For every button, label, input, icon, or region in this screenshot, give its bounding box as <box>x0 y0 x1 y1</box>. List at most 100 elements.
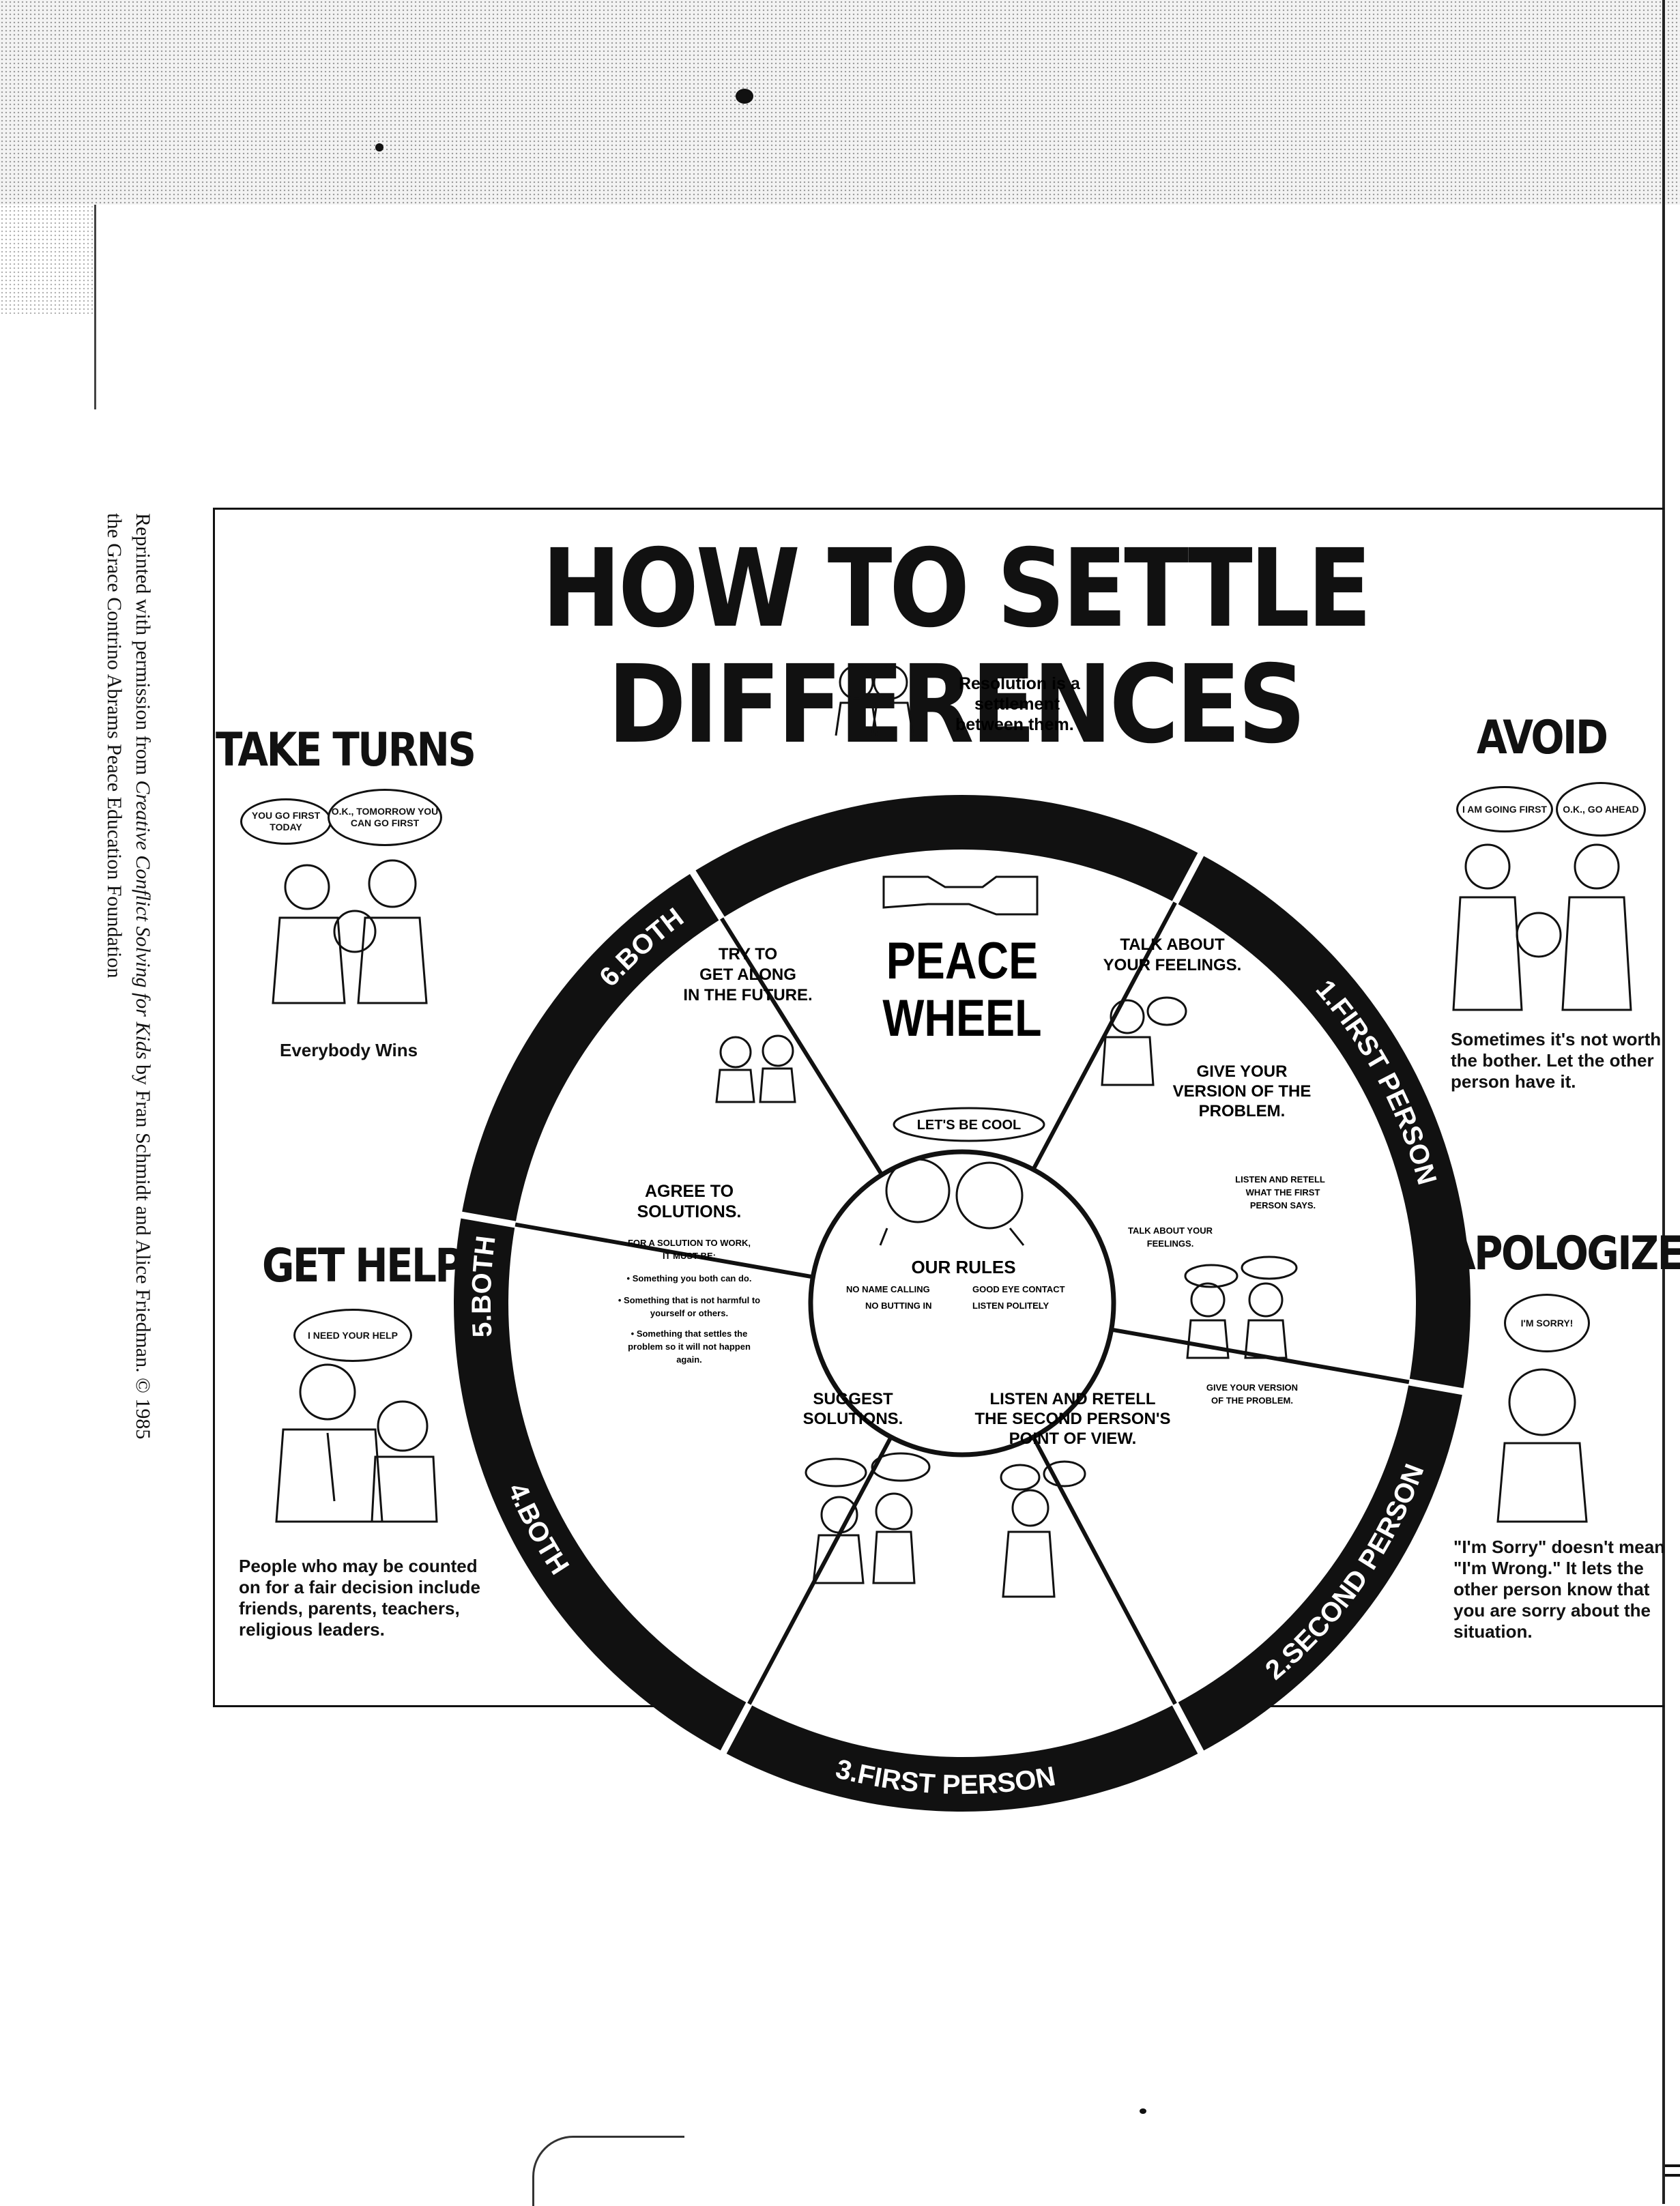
handshake-icon <box>882 875 1039 916</box>
seg-third-text: LISTEN AND RETELL <box>989 1390 1155 1408</box>
seg-third-text: POINT OF VIEW. <box>1009 1429 1137 1448</box>
take-turns-bubble-a: YOU GO FIRST TODAY <box>240 798 332 845</box>
get-help-figures-icon <box>275 1363 438 1523</box>
seg-second-text: TALK ABOUT YOUR <box>1128 1225 1213 1236</box>
avoid-heading: AVOID <box>1477 711 1608 765</box>
seg-second-text: OF THE PROBLEM. <box>1211 1395 1293 1406</box>
wheel-spoke <box>720 917 884 1176</box>
page-title: HOW TO SETTLE DIFFERENCES <box>541 526 1372 768</box>
seg-first-text: PROBLEM. <box>1199 1102 1286 1120</box>
apologize-caption-line: you are sorry about the <box>1453 1600 1651 1621</box>
scan-speck <box>736 89 753 104</box>
seg-third-text: THE SECOND PERSON'S <box>974 1410 1170 1428</box>
man-talking-icon <box>1101 996 1187 1086</box>
seg-first-text: TALK ABOUT <box>1120 935 1225 954</box>
seg-agree-text: yourself or others. <box>650 1308 728 1318</box>
kids-getting-along-icon <box>715 1034 796 1103</box>
ring-gap <box>719 1701 753 1755</box>
apologize-caption-line: situation. <box>1453 1621 1533 1642</box>
hub-kids-icon <box>879 1158 1025 1246</box>
seg-second-text: GIVE YOUR VERSION <box>1206 1382 1298 1393</box>
seg-agree-text: again. <box>676 1354 702 1365</box>
get-help-caption-line: on for a fair decision include <box>239 1577 480 1597</box>
kids-suggesting-icon <box>805 1452 931 1584</box>
avoid-bubble-b: O.K., GO AHEAD <box>1556 782 1646 837</box>
wheel-spoke <box>1031 901 1177 1171</box>
apologize-caption-line: other person know that <box>1453 1579 1650 1599</box>
get-help-caption-line: religious leaders. <box>239 1619 385 1640</box>
seg-first-text: YOUR FEELINGS. <box>1103 956 1242 974</box>
pen-scribble <box>532 2136 684 2206</box>
ring-label: 5.BOTH <box>467 1234 502 1339</box>
scan-speck <box>375 143 383 151</box>
binding-line <box>94 205 96 409</box>
seg-agree-text: • Something that settles the <box>631 1329 748 1339</box>
rule-item: GOOD EYE CONTACT <box>972 1284 1065 1294</box>
hub-speech-bubble <box>893 1107 1045 1142</box>
get-help-caption-line: friends, parents, teachers, <box>239 1598 460 1619</box>
scan-noise-band <box>0 0 1680 205</box>
seg-suggest-text: SUGGEST <box>813 1390 893 1408</box>
take-turns-figures-icon <box>272 859 428 1004</box>
scan-speck <box>1140 2108 1146 2114</box>
seg-agree-text: SOLUTIONS. <box>637 1202 742 1221</box>
wheel-spoke <box>515 1222 813 1279</box>
seg-agree-text: FOR A SOLUTION TO WORK, <box>628 1238 751 1248</box>
apologize-figure-icon <box>1496 1368 1588 1523</box>
avoid-bubble-a: I AM GOING FIRST <box>1456 786 1553 832</box>
resolution-note-line: settlement <box>974 695 1060 714</box>
apologize-caption: "I'm Sorry" doesn't mean "I'm Wrong." It… <box>1453 1537 1665 1642</box>
scan-noise-margin <box>0 205 96 314</box>
hub-bubble-text: LET'S BE COOL <box>917 1118 1022 1133</box>
seg-first-text: VERSION OF THE <box>1173 1082 1312 1101</box>
wheel-spoke <box>1031 1436 1177 1705</box>
take-turns-heading: TAKE TURNS <box>216 723 476 777</box>
ring-gap <box>1171 1701 1205 1755</box>
resolution-note-line: Resolution is a <box>959 674 1081 693</box>
peace-wheel-title: PEACE <box>886 931 1039 989</box>
resolution-note-line: between them. <box>955 715 1074 734</box>
rules-title: OUR RULES <box>911 1257 1015 1277</box>
take-turns-caption: Everybody Wins <box>280 1040 418 1060</box>
seg-agree-text: • Something that is not harmful to <box>618 1295 760 1305</box>
apologize-caption-line: "I'm Wrong." It lets the <box>1453 1558 1644 1578</box>
seg-first-text: GIVE YOUR <box>1197 1062 1288 1081</box>
wheel-shapes <box>454 795 1471 1812</box>
apologize-heading: APOLOGIZE <box>1445 1227 1680 1281</box>
get-help-caption-line: People who may be counted <box>239 1556 478 1576</box>
get-help-heading: GET HELP <box>262 1239 464 1293</box>
ring-gap <box>689 869 725 922</box>
girl-retelling-icon <box>1000 1460 1086 1598</box>
wheel-spoke <box>747 1436 893 1705</box>
seg-second-text: LISTEN AND RETELL <box>1235 1174 1325 1185</box>
seg-future-text: GET ALONG <box>699 966 796 984</box>
rule-item: NO BUTTING IN <box>865 1301 932 1311</box>
ring-gap <box>1171 852 1205 905</box>
apologize-bubble: I'M SORRY! <box>1504 1294 1590 1352</box>
seg-second-text: WHAT THE FIRST <box>1246 1187 1320 1198</box>
rule-item: LISTEN POLITELY <box>972 1301 1049 1311</box>
seg-agree-text: problem so it will not happen <box>628 1341 751 1352</box>
seg-agree-text: AGREE TO <box>645 1182 734 1201</box>
ring-gap <box>1407 1378 1465 1395</box>
page-edge-mark <box>1665 2164 1680 2167</box>
seg-agree-text: IT MUST BE: <box>663 1251 716 1261</box>
avoid-figures-icon <box>1452 843 1632 1011</box>
take-turns-bubble-b: O.K., TOMORROW YOU CAN GO FIRST <box>328 789 442 846</box>
avoid-caption-line: the bother. Let the other <box>1451 1050 1654 1071</box>
seg-suggest-text: SOLUTIONS. <box>803 1410 903 1428</box>
seg-future-text: IN THE FUTURE. <box>683 986 812 1004</box>
wheel-hub <box>808 1149 1116 1457</box>
apologize-caption-line: "I'm Sorry" doesn't mean <box>1453 1537 1666 1557</box>
ring-gap <box>459 1211 517 1228</box>
seg-agree-text: • Something you both can do. <box>627 1273 752 1283</box>
seg-second-text: FEELINGS. <box>1147 1238 1194 1249</box>
get-help-bubble: I NEED YOUR HELP <box>293 1309 412 1362</box>
seg-future-text: TRY TO <box>719 945 777 963</box>
avoid-caption: Sometimes it's not worth the bother. Let… <box>1451 1029 1661 1092</box>
two-kids-talking-icon <box>1184 1256 1298 1359</box>
avoid-caption-line: Sometimes it's not worth <box>1451 1029 1662 1049</box>
two-kids-figure-icon <box>835 665 914 736</box>
get-help-caption: People who may be counted on for a fair … <box>239 1556 480 1640</box>
